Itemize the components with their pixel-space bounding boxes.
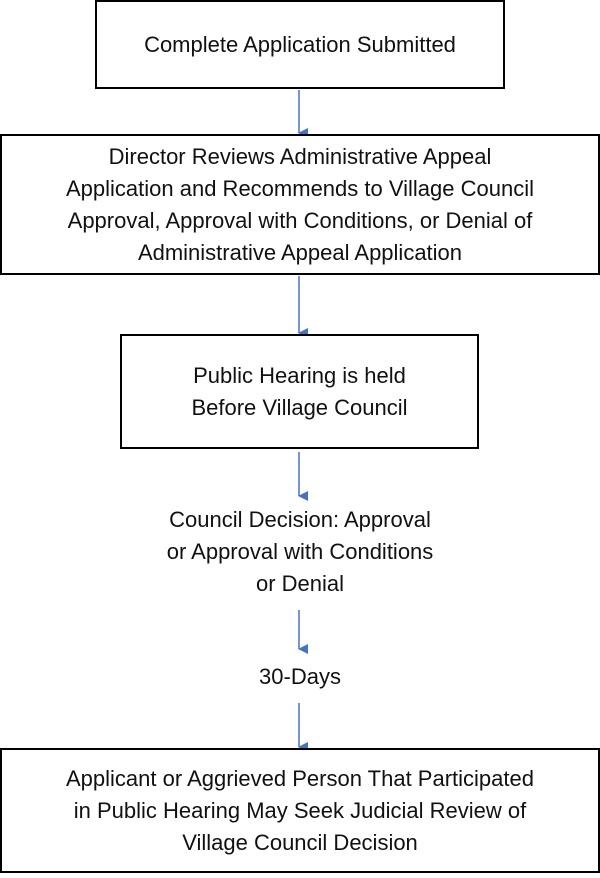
step-council-decision: Council Decision: Approval or Approval w…	[90, 502, 510, 602]
step-judicial-review: Applicant or Aggrieved Person That Parti…	[0, 748, 600, 873]
step-thirty-days: 30-Days	[200, 657, 400, 697]
step-public-hearing-text: Public Hearing is held Before Village Co…	[191, 362, 408, 420]
step-council-decision-text: Council Decision: Approval or Approval w…	[166, 507, 434, 596]
step-thirty-days-text: 30-Days	[259, 664, 341, 689]
step-public-hearing: Public Hearing is held Before Village Co…	[120, 334, 479, 449]
step-complete-application: Complete Application Submitted	[95, 0, 505, 89]
step-director-review: Director Reviews Administrative Appeal A…	[0, 134, 600, 275]
step-complete-application-text: Complete Application Submitted	[144, 31, 456, 57]
step-director-review-text: Director Reviews Administrative Appeal A…	[66, 143, 534, 265]
step-judicial-review-text: Applicant or Aggrieved Person That Parti…	[66, 765, 534, 855]
